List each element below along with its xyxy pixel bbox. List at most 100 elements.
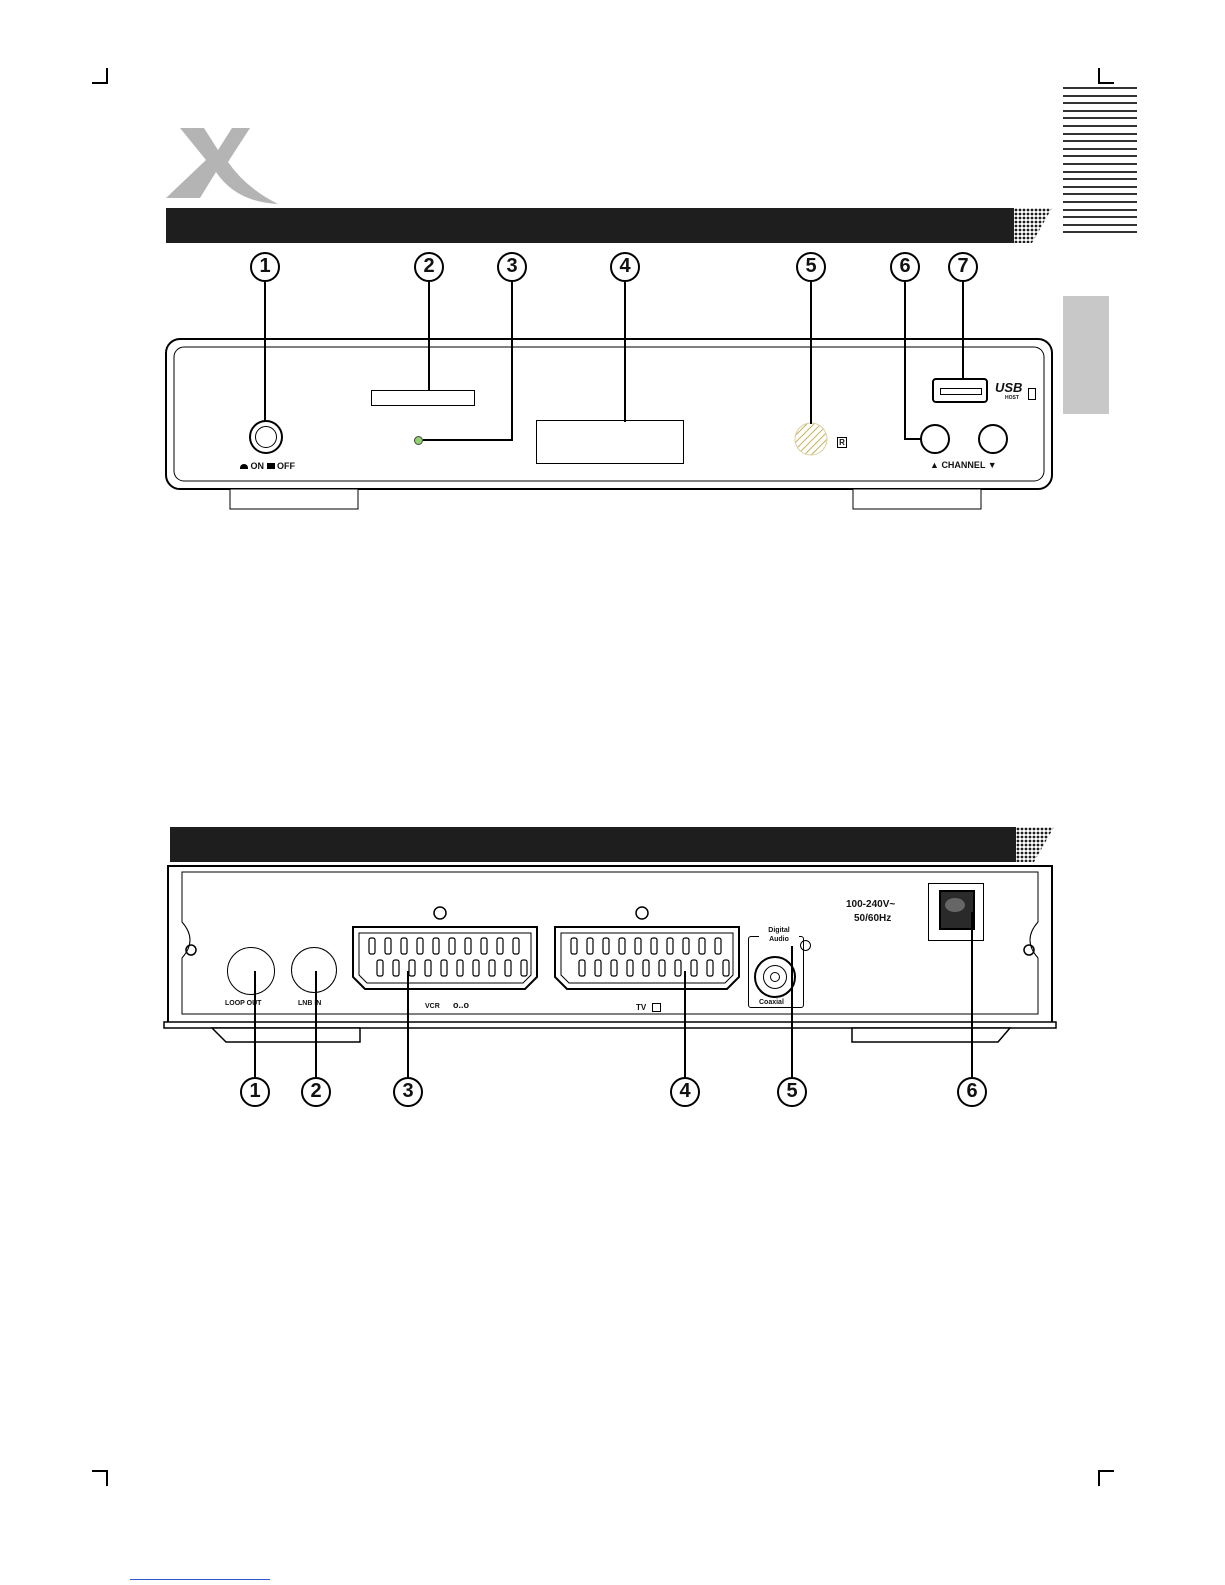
card-slot[interactable] — [371, 390, 475, 406]
front-callout-7: 7 — [948, 252, 978, 282]
scart-pin — [587, 938, 593, 954]
brand-logo — [166, 128, 278, 206]
rear-panel-header-bar — [170, 827, 1016, 862]
stripe-line — [1063, 102, 1137, 104]
leader-line — [511, 282, 513, 440]
lnb-in-label: LNB IN — [298, 1000, 321, 1007]
scart-pin — [635, 938, 641, 954]
loop-out-connector[interactable] — [227, 947, 275, 995]
crop-mark-top-left — [92, 68, 108, 84]
scart-pin — [627, 960, 633, 976]
chapter-side-tab — [1063, 296, 1109, 414]
scart-pin — [603, 938, 609, 954]
rear-callout-2: 2 — [301, 1077, 331, 1107]
scart-pin — [643, 960, 649, 976]
usb-label: USB — [995, 380, 1022, 395]
stripe-line — [1063, 209, 1137, 211]
scart-pin — [497, 938, 503, 954]
footer-rule — [130, 1579, 270, 1580]
scart-pin — [723, 960, 729, 976]
channel-up-button[interactable] — [920, 424, 950, 454]
voltage-label: 100-240V~ — [846, 899, 895, 910]
leader-line — [407, 971, 409, 1077]
scart-pin — [409, 960, 415, 976]
crop-mark-bottom-left — [92, 1470, 108, 1486]
usb-port[interactable] — [932, 378, 988, 403]
lnb-in-connector[interactable] — [291, 947, 337, 993]
rear-callout-4: 4 — [670, 1077, 700, 1107]
crop-mark-bottom-right — [1098, 1470, 1114, 1486]
triangle-up-icon: ▲ — [930, 460, 939, 470]
leader-line — [791, 946, 793, 1077]
scart-pin — [651, 938, 657, 954]
channel-text: CHANNEL — [941, 460, 985, 470]
scart-pin — [715, 938, 721, 954]
ir-mark: R — [837, 437, 847, 448]
vcr-icon: o..o — [453, 1000, 469, 1010]
triangle-down-icon: ▼ — [988, 460, 997, 470]
power-off-label: OFF — [277, 461, 295, 471]
tv-scart-connector[interactable] — [549, 905, 744, 1000]
display-window — [536, 420, 684, 464]
scart-pin — [369, 938, 375, 954]
tv-label: TV — [636, 1003, 646, 1012]
scart-pin — [489, 960, 495, 976]
scart-pin — [449, 938, 455, 954]
ir-sensor — [794, 422, 828, 456]
stripe-line — [1063, 193, 1137, 195]
stripe-line — [1063, 231, 1137, 233]
front-callout-5: 5 — [796, 252, 826, 282]
scart-pin — [595, 960, 601, 976]
front-panel-header-bar — [166, 208, 1014, 243]
stripe-line — [1063, 216, 1137, 218]
scart-pin — [401, 938, 407, 954]
vcr-scart-connector[interactable] — [347, 905, 542, 1000]
scart-pin — [611, 960, 617, 976]
channel-down-button[interactable] — [978, 424, 1008, 454]
power-switch[interactable] — [249, 420, 283, 454]
scart-pin — [521, 960, 527, 976]
front-callout-1: 1 — [250, 252, 280, 282]
leader-line — [971, 912, 973, 1077]
scart-pin — [505, 960, 511, 976]
stripe-line — [1063, 201, 1137, 203]
front-callout-2: 2 — [414, 252, 444, 282]
usb-sublabel: HOST — [1005, 395, 1019, 401]
rear-callout-5: 5 — [777, 1077, 807, 1107]
header-bar-dot-fade — [1012, 827, 1054, 862]
scart-pin — [571, 938, 577, 954]
coaxial-jack[interactable] — [754, 956, 796, 998]
leader-line — [904, 438, 922, 440]
scart-pin — [691, 960, 697, 976]
scart-pin — [619, 938, 625, 954]
stripe-line — [1063, 163, 1137, 165]
leader-line — [428, 282, 430, 390]
tv-icon — [652, 1003, 661, 1012]
stripe-line — [1063, 148, 1137, 150]
crop-mark-top-right — [1098, 68, 1114, 84]
leader-line — [315, 971, 317, 1077]
front-callout-4: 4 — [610, 252, 640, 282]
front-callout-3: 3 — [497, 252, 527, 282]
coaxial-label: Coaxial — [759, 999, 784, 1006]
header-bar-dot-fade — [1010, 208, 1052, 243]
rear-callout-6: 6 — [957, 1077, 987, 1107]
leader-line — [810, 282, 812, 424]
rear-callout-1: 1 — [240, 1077, 270, 1107]
leader-line — [904, 282, 906, 440]
stripe-line — [1063, 133, 1137, 135]
leader-line — [624, 282, 626, 422]
scart-pin — [433, 938, 439, 954]
power-inlet[interactable] — [928, 883, 984, 941]
power-label: ON OFF — [240, 461, 295, 471]
stripe-line — [1063, 117, 1137, 119]
stripe-line — [1063, 178, 1137, 180]
stripe-line — [1063, 95, 1137, 97]
scart-pin — [707, 960, 713, 976]
stripe-line — [1063, 110, 1137, 112]
power-on-label: ON — [251, 461, 265, 471]
stripe-line — [1063, 224, 1137, 226]
scart-pin — [465, 938, 471, 954]
rear-callout-3: 3 — [393, 1077, 423, 1107]
stripe-line — [1063, 186, 1137, 188]
